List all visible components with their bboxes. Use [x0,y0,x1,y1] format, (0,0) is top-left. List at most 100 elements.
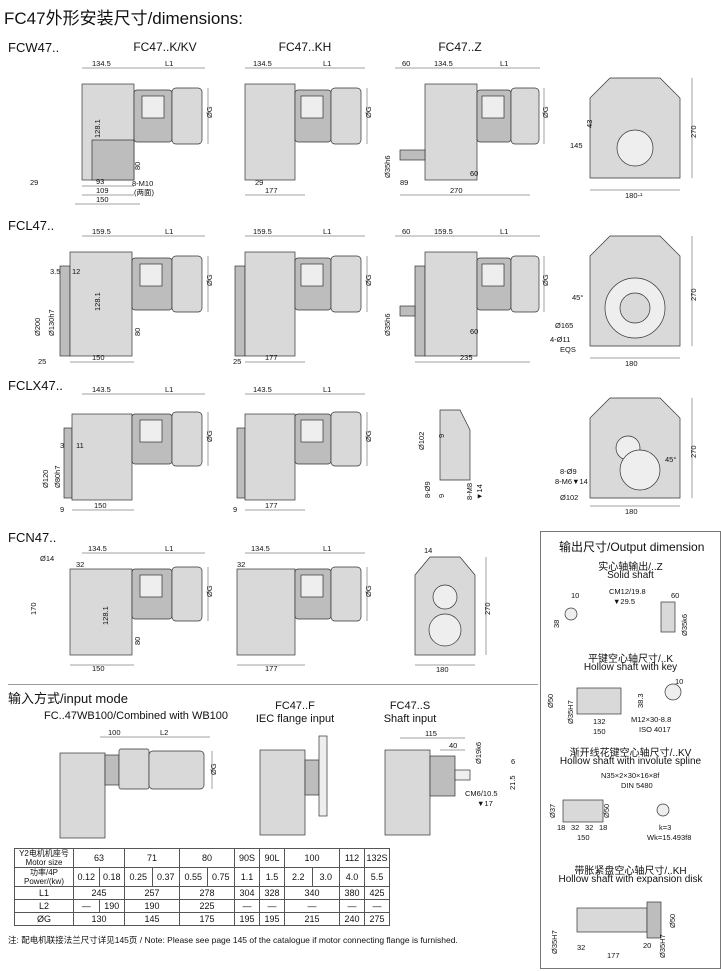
svg-text:143.5: 143.5 [253,385,272,394]
svg-text:8-Ø9: 8-Ø9 [560,467,577,476]
svg-text:L1: L1 [323,59,331,68]
section-label-fcl: FCL47.. [8,218,55,233]
power-cell: 1.5 [259,867,285,887]
drawing-fcw-side: 145 43 270 180-¹ [570,77,698,200]
svg-text:▼17: ▼17 [477,799,493,808]
svg-text:109: 109 [96,186,109,195]
svg-text:32: 32 [571,823,579,832]
drawing-fclx-kh: 143.5 L1 ØG 9 177 [233,385,373,514]
svg-text:Wk=15.493f8: Wk=15.493f8 [647,833,691,842]
svg-text:43: 43 [585,120,594,128]
l2-cell: — [284,899,340,913]
l2-cell: — [234,899,260,913]
svg-text:Ø35H7: Ø35H7 [566,700,575,724]
svg-text:180: 180 [436,665,449,674]
svg-text:235: 235 [460,353,473,362]
svg-text:9: 9 [60,505,64,514]
svg-text:128.1: 128.1 [93,292,102,311]
svg-text:L1: L1 [165,385,173,394]
svg-text:L1: L1 [500,59,508,68]
l1-cell: 245 [73,886,125,900]
svg-text:145: 145 [570,141,583,150]
svg-text:Ø120: Ø120 [41,470,50,488]
svg-text:▼29.5: ▼29.5 [613,597,635,606]
power-cell: 4.0 [339,867,365,887]
input-f-sub: IEC flange input [255,713,335,725]
svg-text:143.5: 143.5 [92,385,111,394]
svg-text:150: 150 [92,353,105,362]
power-cell: 0.37 [151,867,180,887]
footnote: 注: 配电机联接法兰尺寸详见145页 / Note: Please see pa… [8,935,458,945]
drawing-fcw-k: 134.5 L1 ØG 128.1 80 29 93 109 150 8-M10… [30,59,214,205]
svg-text:134.5: 134.5 [92,59,111,68]
svg-text:150: 150 [96,195,109,204]
svg-text:180: 180 [625,507,638,516]
svg-text:115: 115 [425,729,437,738]
disk-shaft-drawing: Ø50 Ø35H7 32 20 177 Ø35H7 [550,901,677,960]
svg-text:8-M6▼14: 8-M6▼14 [555,477,588,486]
input-s-sub: Shaft input [383,713,437,725]
svg-text:Ø19k6: Ø19k6 [474,742,483,764]
svg-text:Ø50: Ø50 [546,694,555,708]
svg-text:134.5: 134.5 [251,544,270,553]
power-cell: 0.75 [206,867,235,887]
solid-shaft-drawing: 10 38 CM12/19.8 ▼29.5 60 Ø35k6 [552,587,689,636]
svg-text:N35×2×30×16×8f: N35×2×30×16×8f [601,771,660,780]
section-label-fcw: FCW47.. [8,40,60,55]
g-cell: 195 [259,912,285,926]
svg-text:ØG: ØG [209,763,218,775]
power-cell: 2.2 [284,867,313,887]
input-mode-heading: 输入方式/input mode [8,691,128,706]
svg-text:(两面): (两面) [134,188,154,197]
svg-text:32: 32 [237,560,245,569]
output-dimension-panel: 输出尺寸/Output dimension 实心轴输出/..Z Solid sh… [540,531,721,969]
svg-text:177: 177 [265,501,278,510]
svg-text:Ø130h7: Ø130h7 [47,309,56,336]
svg-text:270: 270 [689,125,698,138]
table-row: L1 245 257 278 304 328 340 380 425 [14,886,390,900]
svg-text:3: 3 [60,441,64,450]
svg-text:8-M8: 8-M8 [465,483,474,500]
svg-text:Ø200: Ø200 [33,318,42,336]
svg-text:134.5: 134.5 [253,59,272,68]
svg-text:ØG: ØG [205,106,214,118]
page-title: FC47外形安装尺寸/dimensions: [4,9,244,28]
svg-text:150: 150 [593,727,606,736]
power-cell: 0.25 [124,867,153,887]
l2-cell: 225 [179,899,235,913]
power-cell: 3.0 [311,867,340,887]
svg-text:L1: L1 [165,544,173,553]
svg-text:150: 150 [92,664,105,673]
svg-text:L1: L1 [500,227,508,236]
svg-text:10: 10 [675,677,683,686]
svg-text:9: 9 [233,505,237,514]
svg-text:Ø35H7: Ø35H7 [550,930,559,954]
g-cell: 130 [73,912,125,926]
svg-text:ØG: ØG [205,274,214,286]
svg-text:9: 9 [437,494,446,498]
spline-shaft-en: Hollow shaft with involute spline [559,756,702,767]
svg-text:4-Ø11: 4-Ø11 [550,335,570,344]
drawing-fclx-detail: Ø102 9 8-Ø9 9 8-M8 ▼14 [417,409,484,500]
power-cell: 0.18 [98,867,125,887]
svg-text:38: 38 [552,620,561,628]
svg-text:Ø80h7: Ø80h7 [53,465,62,488]
g-cell: 175 [179,912,235,926]
disk-shaft-cn: 带胀紧盘空心轴尺寸/..KH [574,866,687,877]
svg-text:L2: L2 [160,728,168,737]
g-cell: 275 [364,912,390,926]
svg-text:10: 10 [571,591,579,600]
svg-text:60: 60 [470,327,478,336]
spline-shaft-drawing: N35×2×30×16×8f DIN 5480 Ø37 Ø50 18 32 32… [548,771,691,842]
l2-label: L2 [14,899,74,913]
key-shaft-cn: 平键空心轴尺寸/..K [587,654,673,665]
drawing-fcw-kh: 134.5 L1 ØG 29 177 [244,59,373,196]
drawing-fclx-side: 8-Ø9 8-M6▼14 45° 270 Ø102 180 [555,397,698,516]
svg-text:18: 18 [557,823,565,832]
svg-text:CM6/10.5: CM6/10.5 [465,789,498,798]
key-shaft-drawing: Ø50 Ø35H7 132 150 M12×30-8.8 ISO 4017 38… [546,677,683,736]
